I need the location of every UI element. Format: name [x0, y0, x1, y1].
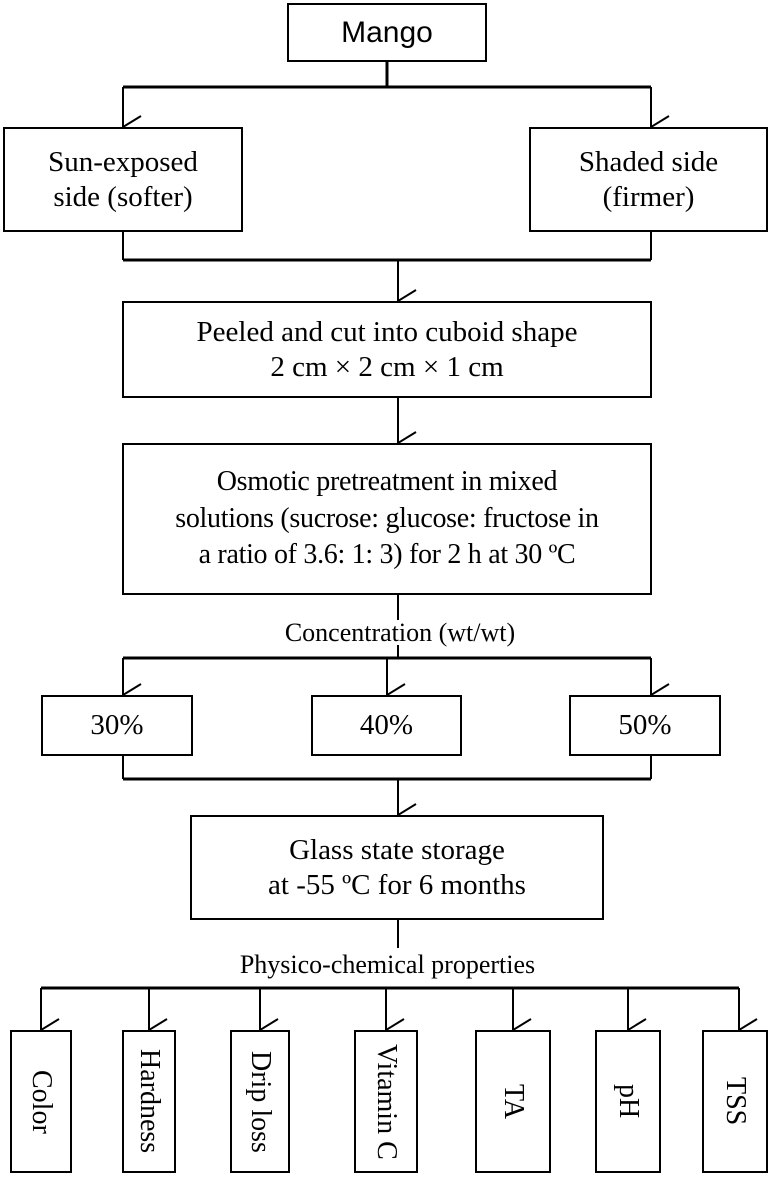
property-vitamin-c-label: Vitamin C — [370, 1043, 402, 1160]
shaded-side-line-2: (firmer) — [602, 180, 695, 213]
concentration-40-box: 40% — [311, 695, 462, 756]
osmotic-line-1: Osmotic pretreatment in mixed — [216, 466, 558, 498]
shaded-side-line-1: Shaded side — [578, 145, 719, 178]
mango-label: Mango — [341, 15, 433, 49]
osmotic-pretreatment-box: Osmotic pretreatment in mixed solutions … — [122, 443, 652, 595]
glass-storage-box: Glass state storage at -55 ºC for 6 mont… — [190, 815, 604, 920]
peel-cut-box: Peeled and cut into cuboid shape 2 cm × … — [122, 301, 652, 398]
osmotic-line-3: a ratio of 3.6: 1: 3) for 2 h at 30 ºC — [198, 539, 576, 571]
property-ph-box: pH — [595, 1030, 661, 1173]
sun-exposed-side-box: Sun-exposed side (softer) — [3, 127, 243, 232]
property-hardness-box: Hardness — [122, 1030, 176, 1173]
mango-box: Mango — [287, 3, 487, 62]
property-color-label: Color — [25, 1069, 57, 1134]
property-tss-box: TSS — [702, 1030, 768, 1173]
concentration-50-label: 50% — [618, 709, 672, 742]
glass-storage-line-1: Glass state storage — [289, 833, 505, 866]
property-tss-label: TSS — [719, 1077, 751, 1126]
property-hardness-label: Hardness — [133, 1049, 165, 1154]
shaded-side-box: Shaded side (firmer) — [529, 127, 768, 232]
property-ta-box: TA — [475, 1030, 551, 1173]
concentration-30-box: 30% — [41, 695, 193, 756]
sun-exposed-line-2: side (softer) — [53, 180, 193, 213]
sun-exposed-line-1: Sun-exposed — [48, 145, 198, 178]
property-ph-label: pH — [612, 1084, 644, 1119]
properties-label: Physico-chemical properties — [239, 950, 536, 979]
property-drip-loss-label: Drip loss — [244, 1050, 276, 1153]
concentration-30-label: 30% — [90, 709, 144, 742]
property-vitamin-c-box: Vitamin C — [354, 1030, 418, 1173]
peel-cut-dimensions: 2 cm × 2 cm × 1 cm — [270, 350, 504, 383]
property-ta-label: TA — [497, 1083, 529, 1120]
concentration-50-box: 50% — [569, 695, 721, 756]
osmotic-line-2: solutions (sucrose: glucose: fructose in — [175, 502, 599, 534]
peel-cut-line-1: Peeled and cut into cuboid shape — [196, 315, 578, 348]
concentration-40-label: 40% — [359, 709, 414, 742]
property-drip-loss-box: Drip loss — [230, 1030, 290, 1173]
concentration-label: Concentration (wt/wt) — [284, 618, 516, 647]
property-color-box: Color — [10, 1030, 72, 1173]
glass-storage-line-2: at -55 ºC for 6 months — [268, 868, 526, 901]
